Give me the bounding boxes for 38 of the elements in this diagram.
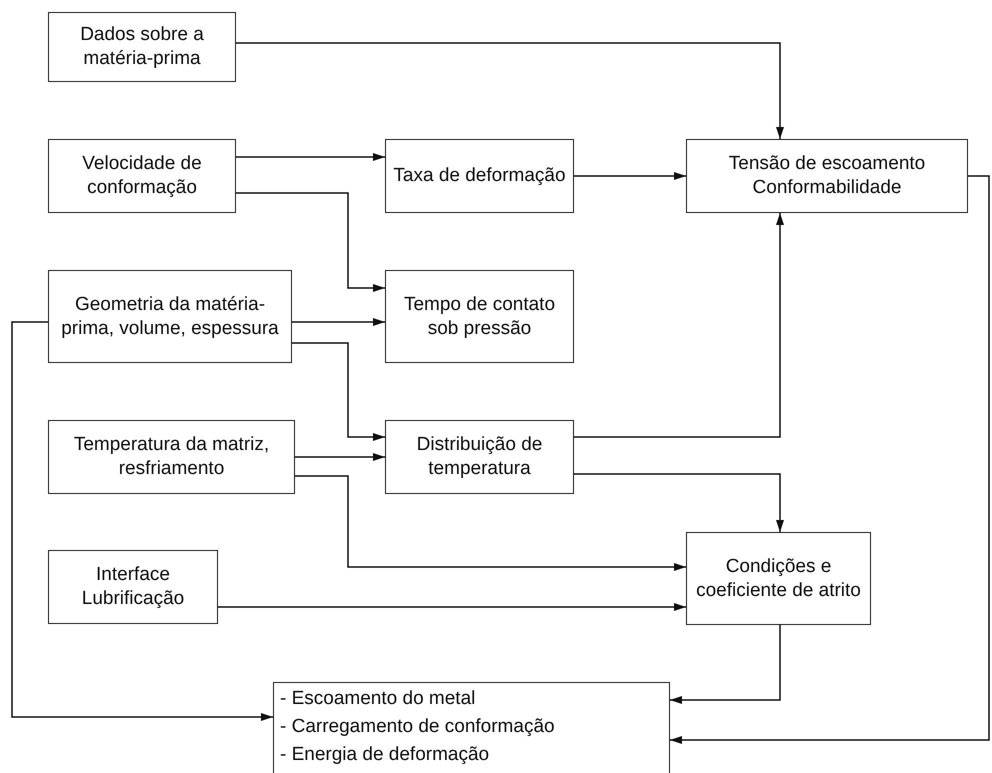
process-box	[48, 139, 236, 213]
arrow	[11, 321, 273, 721]
arrow	[218, 603, 686, 611]
arrow	[236, 192, 385, 292]
process-box	[48, 550, 218, 624]
box-label: Taxa de deformação	[393, 164, 566, 188]
box-label: Temperatura da matriz, resfriamento	[72, 433, 270, 481]
arrow	[574, 213, 784, 438]
arrow	[670, 625, 781, 704]
process-box	[686, 139, 968, 213]
box-label: Velocidade de conformação	[81, 152, 203, 200]
process-box	[48, 420, 295, 494]
box-label: Geometria da matéria-prima, volume, espessura	[60, 292, 280, 340]
process-box	[385, 420, 574, 494]
arrow	[292, 342, 385, 441]
arrow	[236, 153, 385, 161]
process-box	[273, 682, 670, 773]
process-box	[48, 12, 236, 82]
arrow	[574, 473, 784, 532]
arrow	[295, 475, 686, 571]
box-label: Tempo de contato sob pressão	[402, 292, 556, 340]
box-label: Condições e coeficiente de atrito	[695, 554, 862, 602]
box-label: Dados sobre a matéria-prima	[79, 23, 205, 71]
process-box	[385, 139, 574, 213]
box-label: Distribuição de temperatura	[416, 433, 544, 481]
process-box	[48, 270, 292, 363]
box-label: Interface Lubrificação	[80, 563, 186, 611]
list-item: - Energia de deformação	[280, 743, 490, 767]
list-item: - Carregamento de conformação	[280, 715, 555, 739]
arrow	[574, 172, 686, 180]
arrow	[295, 453, 385, 461]
arrow	[670, 175, 990, 744]
arrow	[292, 318, 385, 326]
box-label: Tensão de escoamento Conformabilidade	[728, 152, 926, 200]
process-box	[686, 532, 871, 625]
list-item: - Escoamento do metal	[280, 687, 476, 711]
process-box	[385, 270, 574, 363]
arrow	[236, 42, 784, 139]
